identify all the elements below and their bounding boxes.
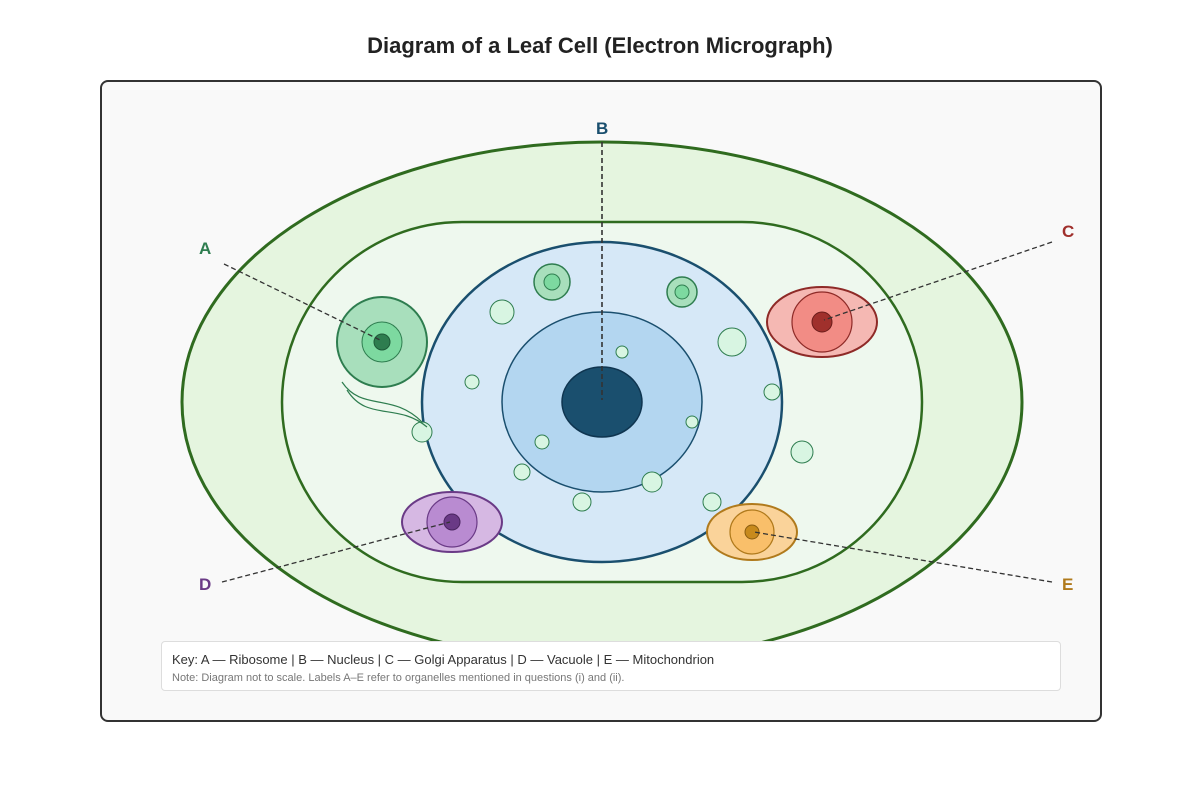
- vesicle: [513, 463, 531, 481]
- vesicle: [641, 471, 663, 493]
- label-d: D: [199, 575, 211, 594]
- vesicle: [489, 299, 515, 325]
- label-c: C: [1062, 222, 1074, 241]
- key-box: Key: A — Ribosome | B — Nucleus | C — Go…: [161, 641, 1061, 691]
- nuclear-pore-organelle: [666, 276, 698, 308]
- diagram-frame: A B C D E Key: A — Ribosome | B — Nucleu…: [100, 80, 1102, 722]
- label-e: E: [1062, 575, 1073, 594]
- er-strand: [346, 389, 428, 428]
- leader-line-e: [753, 531, 1053, 583]
- nuclear-pore-organelle: [533, 263, 571, 301]
- vesicle: [615, 345, 629, 359]
- vesicle: [411, 421, 433, 443]
- key-note: Note: Diagram not to scale. Labels A–E r…: [172, 672, 625, 684]
- er-strand: [341, 381, 423, 423]
- leader-line-c: [823, 241, 1053, 321]
- vesicle: [717, 327, 747, 357]
- label-b: B: [596, 119, 608, 138]
- leaf-cell-diagram: A B C D E: [180, 119, 1074, 664]
- vesicle: [572, 492, 592, 512]
- vesicle: [790, 440, 814, 464]
- label-a: A: [199, 239, 211, 258]
- organelle-c: [766, 286, 878, 358]
- vesicle: [702, 492, 722, 512]
- vesicle: [534, 434, 550, 450]
- vesicles: [411, 299, 814, 512]
- vesicle: [685, 415, 699, 429]
- vesicle: [464, 374, 480, 390]
- key-text: Key: A — Ribosome | B — Nucleus | C — Go…: [172, 652, 715, 667]
- leader-line-d: [221, 521, 451, 583]
- vesicle: [763, 383, 781, 401]
- organelle-a: [336, 296, 428, 388]
- organelle-d: [401, 491, 503, 553]
- leader-lines: [221, 142, 1053, 583]
- organelle-e: [706, 503, 798, 561]
- page-title: Diagram of a Leaf Cell (Electron Microgr…: [367, 33, 833, 58]
- leader-line-a: [223, 263, 381, 341]
